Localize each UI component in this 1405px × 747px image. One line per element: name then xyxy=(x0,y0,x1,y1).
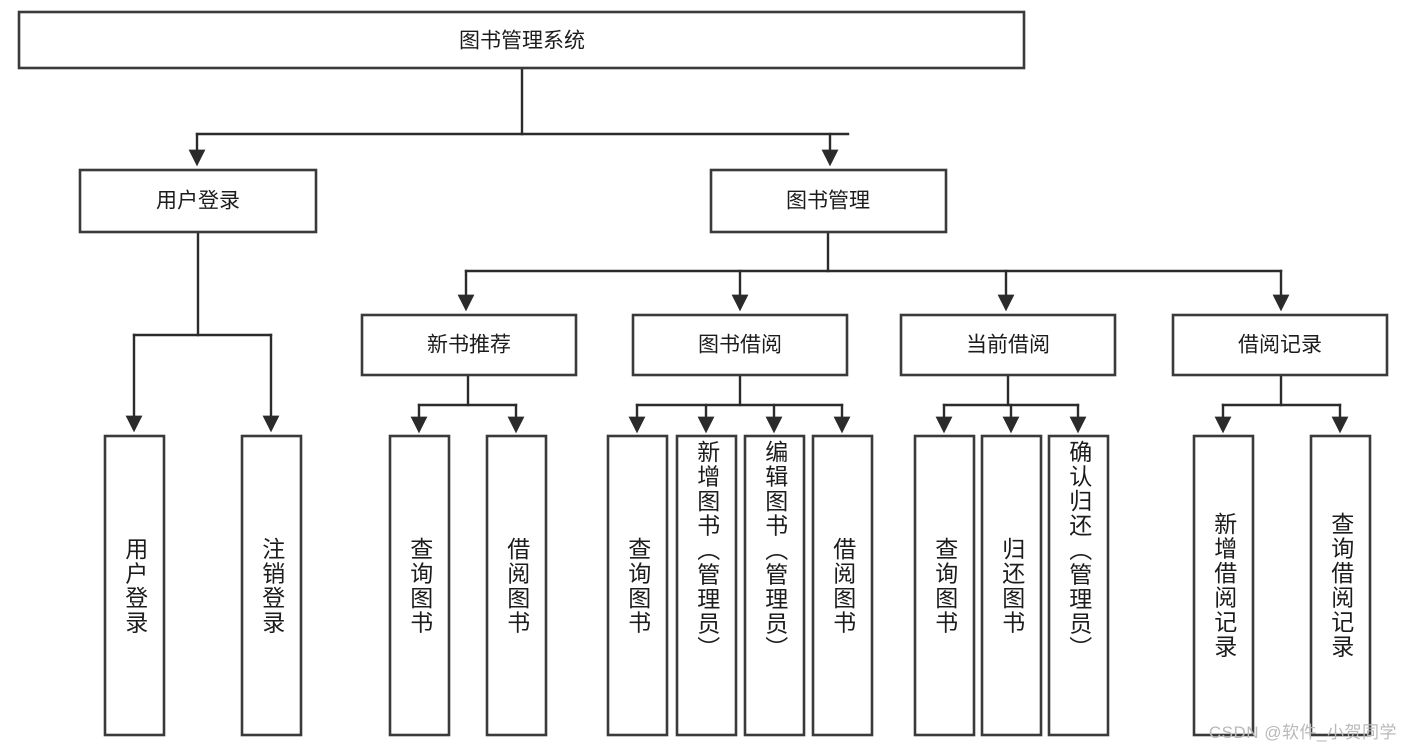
node-root-label: 图书管理系统 xyxy=(459,30,585,53)
connector-currentborrow-to-leaves xyxy=(935,373,1087,434)
leaf-boxes-new-book-recommend xyxy=(388,434,548,737)
leaf-box[interactable] xyxy=(675,434,738,737)
node-book-borrow-label: 图书借阅 xyxy=(698,334,782,357)
connector-newbook-to-leaves xyxy=(410,373,525,434)
leaf-box[interactable] xyxy=(388,434,451,737)
connector-root-to-level2 xyxy=(188,66,850,167)
leaf-box[interactable] xyxy=(1047,434,1110,737)
leaf-box[interactable] xyxy=(240,434,303,737)
csdn-watermark: CSDN @软件_小贺同学 xyxy=(1208,723,1397,742)
leaf-box[interactable] xyxy=(1192,434,1255,737)
connector-bookborrow-to-leaves xyxy=(628,373,851,434)
node-book-management-label: 图书管理 xyxy=(786,190,870,213)
leaf-box[interactable] xyxy=(103,434,166,737)
node-user-login-label: 用户登录 xyxy=(156,190,240,213)
leaf-box[interactable] xyxy=(913,434,976,737)
node-borrow-record[interactable]: 借阅记录 xyxy=(1171,313,1389,377)
node-borrow-record-label: 借阅记录 xyxy=(1238,334,1322,357)
connector-userlogin-to-leaves xyxy=(125,230,280,433)
connector-bookmgmt-to-level3 xyxy=(457,230,1290,312)
leaf-boxes-book-borrow xyxy=(606,434,874,737)
leaf-box[interactable] xyxy=(1309,434,1372,737)
leaf-boxes-user-login xyxy=(103,434,303,737)
node-user-login[interactable]: 用户登录 xyxy=(78,168,318,234)
node-current-borrow-label: 当前借阅 xyxy=(966,334,1050,357)
node-root[interactable]: 图书管理系统 xyxy=(17,10,1026,70)
leaf-boxes-borrow-record xyxy=(1192,434,1372,737)
leaf-box[interactable] xyxy=(743,434,806,737)
node-book-borrow[interactable]: 图书借阅 xyxy=(631,313,849,377)
node-new-book-recommend[interactable]: 新书推荐 xyxy=(360,313,578,377)
connector-borrowrecord-to-leaves xyxy=(1214,373,1349,434)
leaf-box[interactable] xyxy=(485,434,548,737)
leaf-box[interactable] xyxy=(811,434,874,737)
node-new-book-recommend-label: 新书推荐 xyxy=(427,334,511,357)
node-book-management[interactable]: 图书管理 xyxy=(709,168,948,234)
leaf-box[interactable] xyxy=(980,434,1043,737)
node-current-borrow[interactable]: 当前借阅 xyxy=(899,313,1117,377)
leaf-boxes-current-borrow xyxy=(913,434,1110,737)
leaf-box[interactable] xyxy=(606,434,669,737)
